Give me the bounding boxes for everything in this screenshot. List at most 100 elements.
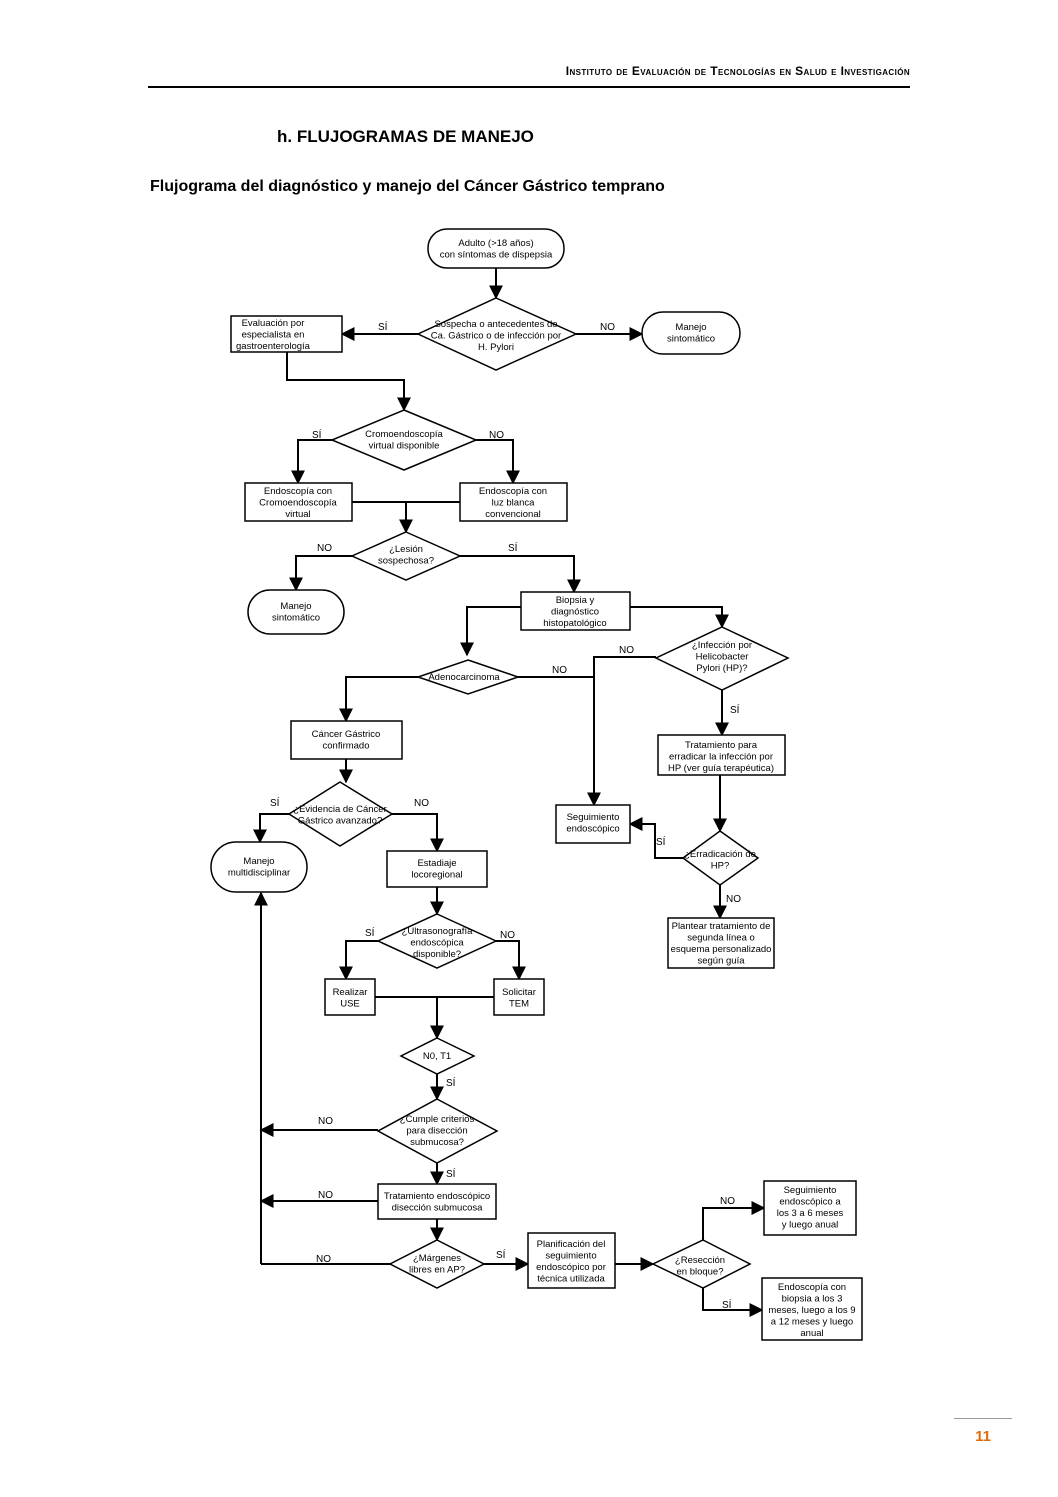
page-header: Instituto de Evaluación de Tecnologías e…: [565, 64, 910, 78]
node-label-line: Manejo: [675, 322, 706, 333]
label-no: NO: [500, 930, 515, 941]
node-label-line: para disección: [406, 1126, 467, 1137]
node-label-line: Ca. Gástrico o de infección por: [431, 331, 561, 342]
decision-diamond-evidencia: [287, 781, 394, 847]
label-si: SÍ: [312, 428, 322, 441]
node-labels: Adulto (>18 años)con síntomas de dispeps…: [228, 238, 856, 1339]
label-no: NO: [619, 645, 634, 656]
node-label-line: Cáncer Gástrico: [312, 729, 381, 740]
node-label-line: ¿Evidencia de Cáncer: [293, 804, 386, 815]
node-label-line: seguimiento: [545, 1251, 596, 1262]
decision-diamond-t1: [399, 1037, 476, 1075]
node-label-line: virtual disponible: [369, 441, 440, 452]
process-box-tratamiento-endo: [377, 1183, 497, 1220]
node-label-line: erradicar la infección por: [669, 752, 773, 763]
node-label-line: endoscópico a: [779, 1197, 841, 1208]
node-label-t1: N0, T1: [423, 1051, 451, 1062]
node-label-line: disección submucosa: [392, 1203, 484, 1214]
label-no: NO: [318, 1116, 333, 1127]
label-si: SÍ: [446, 1167, 456, 1180]
node-label-line: USE: [340, 999, 360, 1010]
edge-biopsia-hp: [630, 606, 729, 629]
node-label-line: Endoscopía con: [479, 486, 547, 497]
node-label-line: sintomático: [272, 613, 320, 624]
node-label-line: luz blanca: [492, 498, 535, 509]
process-box-seguimiento: [555, 804, 631, 844]
edge-biopsia-adeno: [460, 606, 521, 657]
label-si: SÍ: [730, 703, 740, 716]
edge-lesion-no: [289, 555, 352, 592]
process-box-endo-luz: [459, 482, 568, 522]
node-label-line: los 3 a 6 meses: [777, 1208, 844, 1219]
node-label-line: ¿Infección por: [692, 640, 752, 651]
node-label-line: y luego anual: [782, 1220, 839, 1231]
process-box-tratamiento-hp: [657, 734, 786, 776]
label-no: NO: [600, 322, 615, 333]
flowchart-title: Flujograma del diagnóstico y manejo del …: [150, 178, 665, 195]
node-label-adulto: Adulto (>18 años)con síntomas de dispeps…: [440, 238, 553, 261]
label-si: SÍ: [656, 835, 666, 848]
node-label-line: Plantear tratamiento de: [672, 921, 771, 932]
process-box-planificacion: [527, 1232, 616, 1289]
node-label-line: TEM: [509, 999, 529, 1010]
node-label-line: Sospecha o antecedentes de: [434, 319, 557, 330]
label-si: SÍ: [496, 1248, 506, 1261]
node-label-line: Adenocarcinoma: [428, 672, 500, 683]
edge-labels: SÍ NO SÍ NO NO SÍ NO NO SÍ SÍ NO SÍ NO S…: [270, 320, 741, 1311]
node-label-line: endoscópica: [410, 938, 464, 949]
edge-erradicacion-si: [628, 817, 683, 859]
label-si: SÍ: [378, 320, 388, 333]
node-label-line: anual: [800, 1328, 823, 1339]
node-label-line: N0, T1: [423, 1051, 451, 1062]
decision-diamond-cromo: [330, 409, 478, 471]
label-si: SÍ: [722, 1298, 732, 1311]
node-label-line: Pylori (HP)?: [696, 663, 747, 674]
header-rule: [148, 86, 910, 88]
decision-diamond-ultra: [376, 913, 498, 969]
flowchart-edges: [253, 268, 766, 1317]
decision-diamond-sospecha: [416, 297, 578, 371]
node-label-line: HP (ver guía terapéutica): [668, 763, 774, 774]
node-label-line: Manejo: [243, 856, 274, 867]
label-no: NO: [316, 1254, 331, 1265]
node-label-line: ¿Erradicación de: [684, 849, 756, 860]
terminal-manejo-multidisciplinar: [210, 841, 308, 893]
node-label-line: Adulto (>18 años): [458, 238, 533, 249]
node-label-line: ¿Ultrasonografía: [402, 926, 473, 937]
decision-diamond-reseccion: [651, 1239, 752, 1289]
node-label-line: con síntomas de dispepsia: [440, 250, 553, 261]
node-label-line: especialista en: [242, 330, 305, 341]
node-label-line: Helicobacter: [696, 652, 749, 663]
edge-hp-no: [587, 656, 656, 807]
node-label-line: Seguimiento: [567, 812, 620, 823]
label-no: NO: [318, 1190, 333, 1201]
edge-cromo-si: [291, 439, 332, 485]
page-number-rule: [954, 1418, 1012, 1419]
node-label-line: endoscópico: [566, 824, 619, 835]
edge-lesion-si: [460, 555, 581, 594]
edge-reseccion-no: [702, 1201, 766, 1240]
node-label-line: locoregional: [411, 870, 462, 881]
